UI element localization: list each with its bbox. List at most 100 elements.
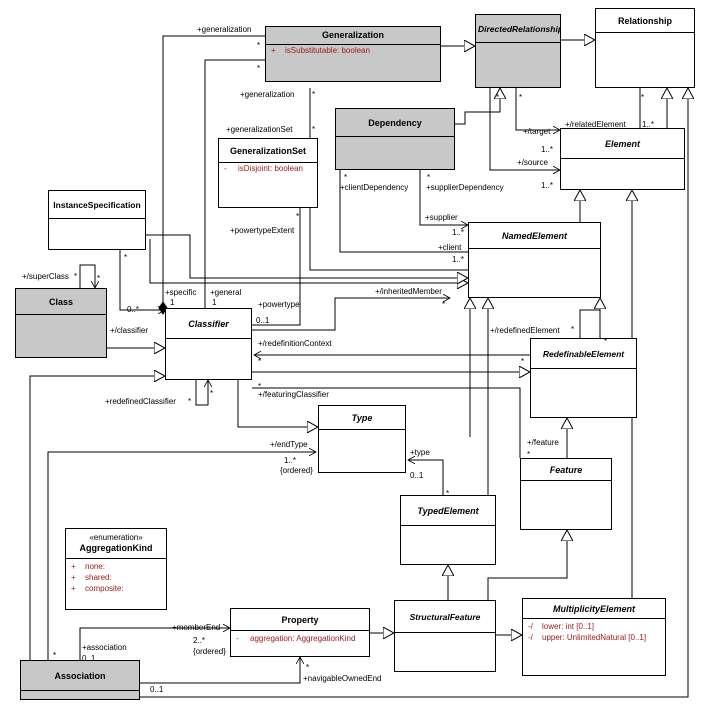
assoc-classifier-redefined-classifier — [195, 380, 208, 406]
role-label: +generalization — [197, 25, 252, 34]
class-dependency[interactable]: Dependency — [335, 108, 455, 170]
multiplicity-label: * — [427, 173, 431, 182]
multiplicity-label: * — [124, 253, 128, 262]
multiplicity-label: * — [258, 382, 262, 391]
assoc-directedrelationship-element-target — [515, 88, 560, 130]
class-property[interactable]: Property -aggregation: AggregationKind — [230, 608, 370, 657]
class-name: Class — [16, 289, 106, 315]
multiplicity-label: * — [97, 274, 101, 283]
multiplicity-label: 1..* — [541, 145, 554, 154]
gen-association-to-classifier — [29, 376, 165, 680]
assoc-generalization-classifier-generalization — [162, 35, 265, 302]
class-redefinableelement[interactable]: RedefinableElement — [530, 338, 637, 418]
multiplicity-label: * — [344, 173, 348, 182]
role-label: +type — [410, 448, 430, 457]
multiplicity-label: * — [521, 357, 525, 366]
assoc-class-superclass — [79, 264, 95, 288]
multiplicity-label: * — [312, 90, 316, 99]
class-name: Dependency — [336, 109, 454, 137]
role-label: +/superClass — [22, 272, 69, 281]
assoc-typedelement-type — [408, 460, 444, 503]
role-label: +clientDependency — [340, 183, 409, 192]
class-attribute: -aggregation: AggregationKind — [236, 634, 356, 643]
multiplicity-label: 0..* — [127, 305, 140, 314]
assoc-directedrelationship-element-source — [489, 88, 560, 170]
class-multiplicityelement[interactable]: MultiplicityElement -/lower: int [0..1] … — [522, 598, 666, 676]
role-label: +/source — [517, 158, 548, 167]
class-attribute: -isDisjoint: boolean — [224, 164, 303, 173]
class-name: Generalization — [266, 27, 440, 45]
assoc-association-type-endtype — [47, 452, 316, 660]
class-aggregationkind[interactable]: «enumeration» AggregationKind +none: +sh… — [65, 528, 167, 610]
class-structuralfeature[interactable]: StructuralFeature — [394, 600, 496, 672]
class-feature[interactable]: Feature — [520, 458, 612, 530]
role-label: +general — [210, 288, 242, 297]
multiplicity-label: 1 — [170, 298, 175, 307]
assoc-dependency-client — [339, 170, 468, 253]
class-attribute: -/lower: int [0..1] — [528, 622, 595, 631]
multiplicity-label: 1..* — [642, 120, 655, 129]
gen-classifier-to-namedelement — [149, 239, 468, 283]
class-element[interactable]: Element — [560, 128, 685, 190]
role-label: +/relatedElement — [565, 120, 626, 129]
role-label: +redefinedClassifier — [105, 397, 176, 406]
multiplicity-label: * — [306, 663, 310, 672]
multiplicity-label: * — [527, 450, 531, 459]
multiplicity-label: * — [257, 41, 261, 50]
multiplicity-label: 1..* — [452, 228, 465, 237]
role-label: +navigableOwnedEnd — [303, 674, 382, 683]
multiplicity-label: * — [312, 125, 316, 134]
class-name: Element — [561, 129, 684, 159]
enum-literal: +none: — [71, 562, 106, 571]
class-name: DirectedRelationship — [476, 15, 560, 43]
class-name: Classifier — [166, 309, 251, 339]
role-label: +supplierDependency — [426, 183, 504, 192]
gen-dependency-to-directedrelationship — [455, 88, 500, 125]
multiplicity-label: * — [571, 325, 575, 334]
role-label: +/feature — [527, 438, 559, 447]
class-instancespecification[interactable]: InstanceSpecification — [48, 190, 146, 250]
role-label: +client — [438, 243, 462, 252]
role-label: +/redefinitionContext — [258, 339, 332, 348]
assoc-gs-classifier-powertype — [252, 208, 301, 326]
class-relationship[interactable]: Relationship — [595, 8, 695, 88]
role-label: +powertypeExtent — [230, 226, 295, 235]
class-name: «enumeration» AggregationKind — [66, 529, 166, 559]
class-name: Relationship — [596, 9, 694, 33]
class-class[interactable]: Class — [15, 288, 107, 358]
role-label: +/target — [523, 127, 551, 136]
class-attribute: +isSubstitutable: boolean — [271, 46, 370, 55]
assoc-redefinable-redefined — [579, 309, 601, 338]
multiplicity-label: * — [188, 397, 192, 406]
multiplicity-label: 1..* — [541, 181, 554, 190]
enumeration-stereotype: «enumeration» — [89, 533, 143, 542]
gen-structural-to-feature — [487, 530, 567, 600]
constraint-label: {ordered} — [193, 647, 226, 656]
role-label: +/endType — [270, 440, 308, 449]
class-name: InstanceSpecification — [49, 191, 145, 219]
multiplicity-label: 1 — [212, 298, 217, 307]
role-label: +supplier — [425, 213, 458, 222]
assoc-classifier-namedelement-inherited — [252, 298, 450, 331]
class-association[interactable]: Association — [20, 660, 140, 700]
role-label: +powertype — [258, 300, 300, 309]
class-name: Type — [319, 406, 405, 430]
class-type[interactable]: Type — [318, 405, 406, 473]
role-label: +/featuringClassifier — [258, 390, 329, 399]
class-generalizationset[interactable]: GeneralizationSet -isDisjoint: boolean — [218, 138, 318, 208]
class-typedelement[interactable]: TypedElement — [400, 495, 496, 565]
role-label: +memberEnd — [172, 623, 221, 632]
class-namedelement[interactable]: NamedElement — [468, 222, 601, 298]
gen-classifier-to-type — [237, 380, 318, 427]
multiplicity-label: 1..* — [284, 456, 297, 465]
multiplicity-label: 2..* — [193, 636, 206, 645]
class-name: Feature — [521, 459, 611, 481]
class-name: MultiplicityElement — [523, 599, 665, 619]
gen-instancespec-to-namedelement — [146, 234, 468, 278]
constraint-label: {ordered} — [280, 466, 313, 475]
class-directedrelationship[interactable]: DirectedRelationship — [475, 14, 561, 88]
class-generalization[interactable]: Generalization +isSubstitutable: boolean — [265, 26, 441, 82]
class-name: GeneralizationSet — [219, 139, 317, 163]
class-classifier[interactable]: Classifier — [165, 308, 252, 380]
role-label: +specific — [165, 288, 197, 297]
